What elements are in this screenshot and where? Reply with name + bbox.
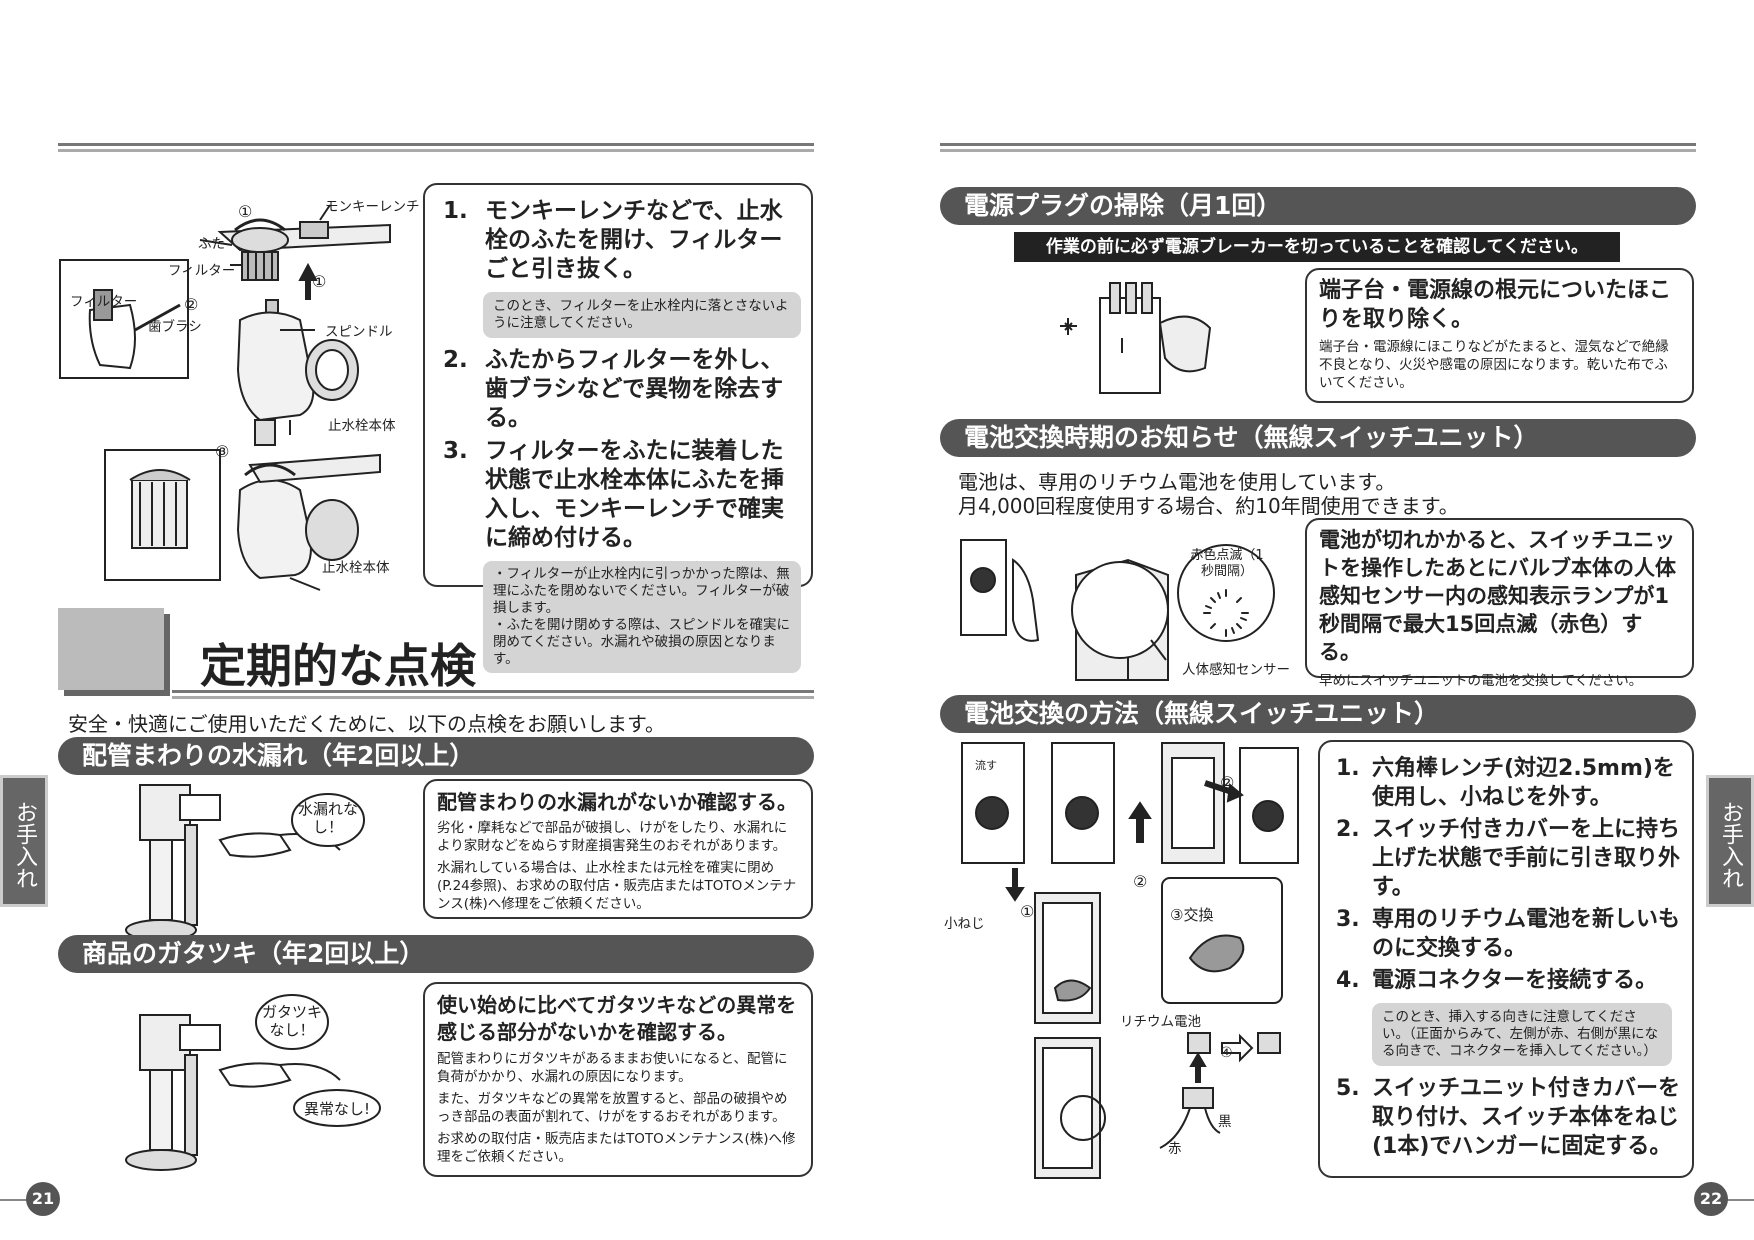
label-circle-2r: ②	[1133, 872, 1148, 891]
filter-note-1: このとき、フィルターを止水栓内に落とさないように注意してください。	[483, 292, 801, 338]
label-red-wire: 赤	[1168, 1141, 1182, 1157]
bubble-no-abnormality: 異常なし!	[303, 1100, 370, 1118]
blink-label: 赤色点滅（1秒間隔）	[1190, 548, 1264, 579]
replace-step-4: 4. 電源コネクターを接続する。	[1336, 968, 1658, 993]
filter-steps-box: 1. モンキーレンチなどで、止水栓のふたを開け、フィルターごと引き抜く。 このと…	[423, 183, 813, 673]
speech-bubble-3	[293, 1089, 381, 1127]
label-wrench: モンキーレンチ	[325, 199, 420, 215]
leak-check-text-2: 水漏れしている場合は、止水栓または元栓を確実に閉め(P.24参照)、お求めの取付…	[437, 860, 797, 912]
filter-step-1: 1. モンキーレンチなどで、止水栓のふたを開け、フィルターごと引き抜く。	[443, 198, 783, 282]
terminal-cleaning-heading: 端子台・電源線の根元についたほこりを取り除く。	[1319, 278, 1672, 332]
page-number-right: 22	[1694, 1182, 1728, 1216]
filter-step-3: 3. フィルターをふたに装着した状態で止水栓本体にふたを挿入し、モンキーレンチで…	[443, 438, 784, 551]
replace-note: このとき、挿入する向きに注意してください。（正面からみて、左側が赤、右側が黒にな…	[1372, 1003, 1672, 1066]
label-swap: ③交換	[1170, 906, 1214, 924]
pill-battery-notice: 電池交換時期のお知らせ（無線スイッチユニット）	[940, 419, 1696, 457]
page-line-left	[0, 1199, 30, 1201]
battery-replace-illustration	[961, 742, 1299, 1179]
label-valve-body: 止水栓本体	[328, 418, 396, 434]
battery-notice-heading: 電池が切れかかると、スイッチユニットを操作したあとにバルブ本体の人体感知センサー…	[1319, 528, 1676, 664]
label-circle-1: ①	[238, 202, 253, 221]
top-rule-right	[940, 143, 1696, 152]
side-tab-left: お手入れ	[0, 775, 48, 907]
label-toothbrush: 歯ブラシ	[148, 319, 202, 335]
label-circle-1r: ①	[1020, 902, 1035, 921]
sensor-label: 人体感知センサー	[1182, 662, 1290, 678]
section-rule	[172, 690, 814, 699]
pipe-leak-illustration	[125, 784, 341, 941]
label-circle-3: ③	[215, 442, 230, 461]
label-circle-4: ④	[1220, 1045, 1233, 1061]
leak-check-heading: 配管まわりの水漏れがないか確認する。	[437, 790, 797, 814]
label-spindle: スピンドル	[325, 324, 393, 340]
pill-plug-cleaning: 電源プラグの掃除（月1回）	[940, 187, 1696, 225]
label-valve-body-2: 止水栓本体	[322, 560, 390, 576]
section-title: 定期的な点検	[200, 639, 476, 693]
faucet-filter-illustration	[59, 204, 391, 591]
wobble-check-text-3: お求めの取付店・販売店またはTOTOメンテナンス(株)へ修理をご依頼ください。	[437, 1131, 796, 1165]
label-circle-2: ②	[184, 295, 199, 314]
page-line-right	[1724, 1199, 1754, 1201]
top-rule-left	[58, 143, 814, 152]
page-number-left: 21	[26, 1182, 60, 1216]
sensor-blink-illustration	[960, 539, 1220, 681]
replace-step-2: 2. スイッチ付きカバーを上に持ち上げた状態で手前に引き取り外す。	[1336, 817, 1681, 900]
terminal-cleaning-illustration	[1060, 282, 1212, 394]
bubble-no-leak: 水漏れなし！	[297, 800, 358, 836]
terminal-cleaning-box: 端子台・電源線の根元についたほこりを取り除く。 端子台・電源線にほこりなどがたま…	[1305, 268, 1694, 403]
warning-banner: 作業の前に必ず電源ブレーカーを切っていることを確認してください。	[1014, 232, 1620, 262]
pill-wobble-check: 商品のガタツキ（年2回以上）	[58, 935, 814, 973]
label-circle-2rb: ②	[1220, 773, 1235, 792]
card-text-1: 流す	[975, 759, 997, 772]
battery-info-2: 月4,000回程度使用する場合、約10年間使用できます。	[958, 494, 1459, 518]
bubble-no-wobble: ガタツキなし！	[261, 1003, 322, 1039]
battery-replace-steps-box: 1. 六角棒レンチ(対辺2.5mm)を使用し、小ねじを外す。 2. スイッチ付き…	[1318, 740, 1694, 1178]
label-lid: ふた	[198, 236, 225, 252]
pill-leak-check: 配管まわりの水漏れ（年2回以上）	[58, 737, 814, 775]
replace-step-1: 1. 六角棒レンチ(対辺2.5mm)を使用し、小ねじを外す。	[1336, 756, 1675, 810]
battery-notice-text: 早めにスイッチユニットの電池を交換してください。	[1319, 673, 1643, 689]
replace-step-5: 5. スイッチユニット付きカバーを取り付け、スイッチ本体をねじ(1本)でハンガー…	[1336, 1076, 1681, 1159]
filter-step-2: 2. ふたからフィルターを外し、歯ブラシなどで異物を除去する。	[443, 347, 784, 431]
label-circle-1b: ①	[312, 272, 327, 291]
label-lithium-battery: リチウム電池	[1120, 1014, 1201, 1030]
leak-check-text-1: 劣化・摩耗などで部品が破損し、けがをしたり、水漏れにより家財などをぬらす財産損害…	[437, 820, 788, 854]
section-heading-block	[58, 608, 164, 690]
label-filter: フィルター	[168, 263, 236, 279]
label-screw: 小ねじ	[944, 916, 985, 932]
wobble-check-text-1: 配管まわりにガタツキがあるままお使いになると、配管に負荷がかかり、水漏れの原因に…	[437, 1051, 788, 1085]
replace-step-3: 3. 専用のリチウム電池を新しいものに交換する。	[1336, 907, 1681, 961]
wobble-illustration	[125, 1014, 341, 1171]
inspection-intro: 安全・快適にご使用いただくために、以下の点検をお願いします。	[68, 712, 665, 736]
filter-note-2: ・フィルターが止水栓内に引っかかった際は、無理にふたを閉めないでください。フィル…	[483, 561, 801, 673]
battery-notice-box: 電池が切れかかると、スイッチユニットを操作したあとにバルブ本体の人体感知センサー…	[1305, 518, 1694, 689]
speech-bubble-2	[255, 994, 329, 1050]
leak-check-box: 配管まわりの水漏れがないか確認する。 劣化・摩耗などで部品が破損し、けがをしたり…	[423, 779, 813, 919]
side-tab-right: お手入れ	[1706, 775, 1754, 907]
battery-info-1: 電池は、専用のリチウム電池を使用しています。	[958, 470, 1396, 494]
blink-bubble	[1177, 544, 1275, 642]
pill-battery-replace: 電池交換の方法（無線スイッチユニット）	[940, 695, 1696, 733]
wobble-check-box: 使い始めに比べてガタツキなどの異常を感じる部分がないかを確認する。 配管まわりに…	[423, 982, 813, 1177]
wobble-check-text-2: また、ガタツキなどの異常を放置すると、部品の破損やめっき部品の表面が割れて、けが…	[437, 1091, 788, 1125]
speech-bubble-1	[291, 793, 365, 847]
terminal-cleaning-text: 端子台・電源線にほこりなどがたまると、湿気などで絶縁不良となり、火災や感電の原因…	[1319, 339, 1669, 391]
wobble-check-heading: 使い始めに比べてガタツキなどの異常を感じる部分がないかを確認する。	[437, 993, 797, 1044]
label-filter-2: フィルター	[70, 294, 138, 310]
label-black-wire: 黒	[1218, 1114, 1232, 1130]
